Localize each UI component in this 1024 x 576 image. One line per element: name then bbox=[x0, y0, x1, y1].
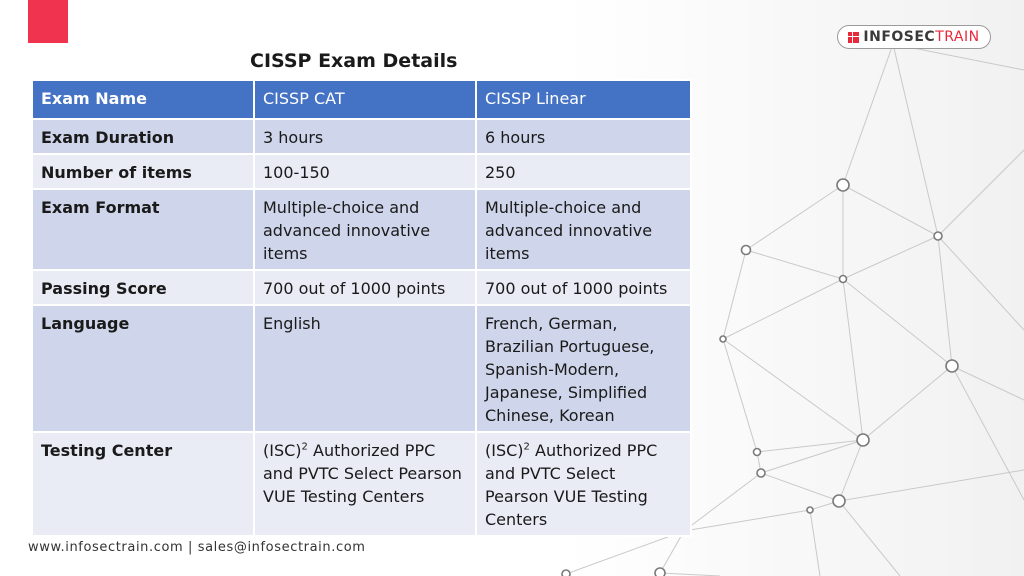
row-label: Language bbox=[31, 304, 255, 433]
linear-value: 250 bbox=[475, 153, 692, 190]
row-label: Number of items bbox=[31, 153, 255, 190]
table-row: Exam Format Multiple-choice and advanced… bbox=[31, 188, 692, 271]
exam-details-table: Exam Name CISSP CAT CISSP Linear Exam Du… bbox=[31, 79, 692, 537]
cat-value: 3 hours bbox=[253, 118, 477, 155]
logo-text: INFOSECTRAIN bbox=[863, 29, 980, 45]
header-cell-cissp-cat: CISSP CAT bbox=[253, 79, 477, 120]
row-label: Passing Score bbox=[31, 269, 255, 306]
table-row: Language English French, German, Brazili… bbox=[31, 304, 692, 433]
linear-value: French, German, Brazilian Portuguese, Sp… bbox=[475, 304, 692, 433]
row-label: Testing Center bbox=[31, 431, 255, 537]
header-cell-exam-name: Exam Name bbox=[31, 79, 255, 120]
footer-contact: www.infosectrain.com | sales@infosectrai… bbox=[28, 540, 366, 555]
cat-value: (ISC)2 Authorized PPC and PVTC Select Pe… bbox=[253, 431, 477, 537]
table-header-row: Exam Name CISSP CAT CISSP Linear bbox=[31, 79, 692, 120]
table-row: Number of items 100-150 250 bbox=[31, 153, 692, 190]
cat-value: 700 out of 1000 points bbox=[253, 269, 477, 306]
linear-value: Multiple-choice and advanced innovative … bbox=[475, 188, 692, 271]
linear-value: 6 hours bbox=[475, 118, 692, 155]
cat-value: 100-150 bbox=[253, 153, 477, 190]
infosectrain-logo-mark-icon bbox=[848, 31, 860, 43]
infosectrain-logo: INFOSECTRAIN bbox=[837, 25, 991, 49]
table-row: Exam Duration 3 hours 6 hours bbox=[31, 118, 692, 155]
linear-value: 700 out of 1000 points bbox=[475, 269, 692, 306]
cat-value: English bbox=[253, 304, 477, 433]
page-title: CISSP Exam Details bbox=[250, 50, 458, 72]
red-corner-block bbox=[28, 0, 68, 43]
cat-value: Multiple-choice and advanced innovative … bbox=[253, 188, 477, 271]
table-row: Passing Score 700 out of 1000 points 700… bbox=[31, 269, 692, 306]
linear-value: (ISC)2 Authorized PPC and PVTC Select Pe… bbox=[475, 431, 692, 537]
header-cell-cissp-linear: CISSP Linear bbox=[475, 79, 692, 120]
row-label: Exam Duration bbox=[31, 118, 255, 155]
row-label: Exam Format bbox=[31, 188, 255, 271]
table-row: Testing Center (ISC)2 Authorized PPC and… bbox=[31, 431, 692, 537]
